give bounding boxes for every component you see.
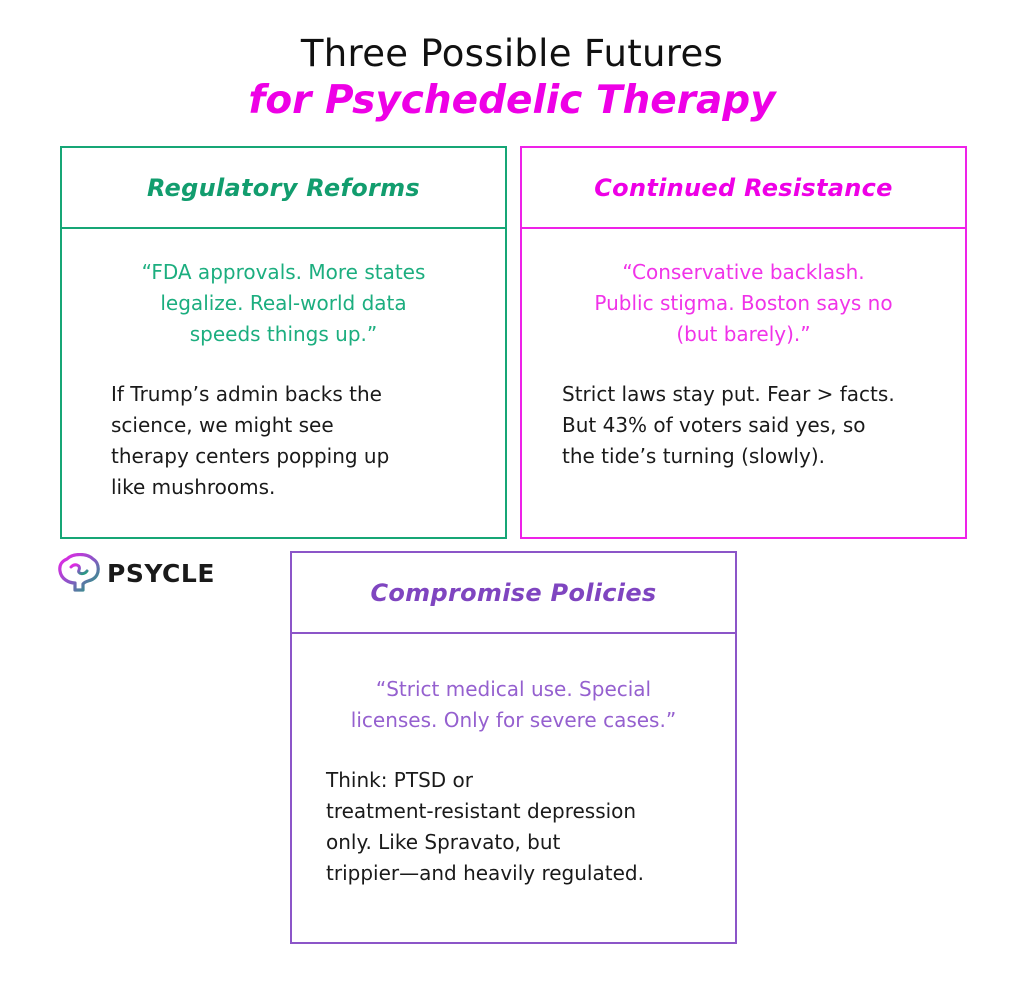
logo-text: PSYCLE <box>107 558 215 588</box>
body-line: only. Like Spravato, but <box>326 830 561 854</box>
card-body: Think: PTSD or treatment-resistant depre… <box>292 765 735 889</box>
body-line: the tide’s turning (slowly). <box>562 444 825 468</box>
card-regulatory-reforms: Regulatory Reforms “FDA approvals. More … <box>60 146 507 539</box>
quote-line: licenses. Only for severe cases.” <box>350 708 677 732</box>
quote-line: “FDA approvals. More states <box>141 260 426 284</box>
body-line: science, we might see <box>111 413 334 437</box>
body-line: treatment-resistant depression <box>326 799 637 823</box>
card-body: Strict laws stay put. Fear > facts. But … <box>522 379 965 472</box>
quote-line: (but barely).” <box>676 322 811 346</box>
body-line: like mushrooms. <box>111 475 276 499</box>
quote-line: Public stigma. Boston says no <box>594 291 893 315</box>
card-quote: “Strict medical use. Special licenses. O… <box>292 674 735 736</box>
title-line-2: for Psychedelic Therapy <box>248 78 776 123</box>
psycle-logo: PSYCLE <box>57 553 215 593</box>
title-line-1: Three Possible Futures <box>300 32 724 75</box>
card-heading: Compromise Policies <box>292 553 735 634</box>
card-compromise-policies: Compromise Policies “Strict medical use.… <box>290 551 737 944</box>
card-heading: Regulatory Reforms <box>62 148 505 229</box>
quote-line: “Conservative backlash. <box>622 260 865 284</box>
card-heading: Continued Resistance <box>522 148 965 229</box>
body-line: But 43% of voters said yes, so <box>562 413 866 437</box>
card-quote: “FDA approvals. More states legalize. Re… <box>62 257 505 350</box>
quote-line: legalize. Real-world data <box>160 291 407 315</box>
body-line: If Trump’s admin backs the <box>111 382 382 406</box>
body-line: therapy centers popping up <box>111 444 390 468</box>
card-body: If Trump’s admin backs the science, we m… <box>62 379 505 503</box>
body-line: Strict laws stay put. Fear > facts. <box>562 382 895 406</box>
body-line: trippier—and heavily regulated. <box>326 861 644 885</box>
card-continued-resistance: Continued Resistance “Conservative backl… <box>520 146 967 539</box>
quote-line: “Strict medical use. Special <box>375 677 652 701</box>
brain-icon <box>58 553 100 592</box>
body-line: Think: PTSD or <box>326 768 473 792</box>
quote-line: speeds things up.” <box>189 322 378 346</box>
card-quote: “Conservative backlash. Public stigma. B… <box>522 257 965 350</box>
